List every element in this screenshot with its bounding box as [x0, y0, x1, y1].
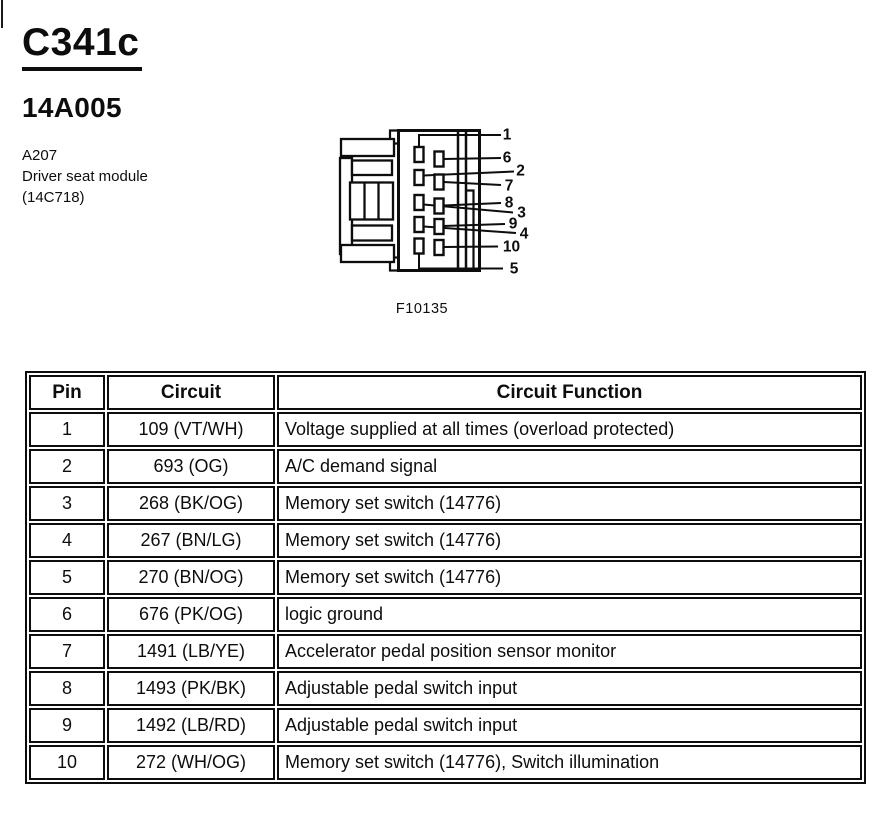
pin-value: 3 — [29, 486, 105, 521]
pin-callout-8: 8 — [504, 193, 514, 211]
col-header-circuit: Circuit — [107, 375, 275, 410]
pin-value: 4 — [29, 523, 105, 558]
module-info: A207 Driver seat module (14C718) — [22, 145, 148, 208]
connector-latch — [338, 137, 396, 264]
pin-slots-right — [433, 150, 445, 257]
pin-callout-1: 1 — [502, 125, 512, 143]
table-row: 6 676 (PK/OG) logic ground — [29, 597, 862, 632]
circuit-function: Memory set switch (14776) — [277, 560, 862, 595]
harness-code: 14A005 — [22, 92, 122, 123]
table-row: 3 268 (BK/OG) Memory set switch (14776) — [29, 486, 862, 521]
circuit-value: 270 (BN/OG) — [107, 560, 275, 595]
pin-callout-6: 6 — [502, 148, 512, 166]
module-id: A207 — [22, 147, 58, 164]
circuit-value: 1491 (LB/YE) — [107, 634, 275, 669]
pin-callout-4: 4 — [519, 224, 529, 242]
pin-value: 9 — [29, 708, 105, 743]
circuit-function: Adjustable pedal switch input — [277, 708, 862, 743]
pin-callout-3: 3 — [517, 203, 526, 221]
circuit-value: 1493 (PK/BK) — [107, 671, 275, 706]
table-row: 4 267 (BN/LG) Memory set switch (14776) — [29, 523, 862, 558]
pin-slots-left — [413, 145, 425, 255]
pin-value: 7 — [29, 634, 105, 669]
pin-callout-9: 9 — [508, 215, 518, 233]
pin-callout-10: 10 — [502, 237, 521, 255]
module-part-number: (14C718) — [22, 189, 85, 206]
circuit-function: Memory set switch (14776) — [277, 486, 862, 521]
circuit-value: 693 (OG) — [107, 449, 275, 484]
col-header-pin: Pin — [29, 375, 105, 410]
circuit-value: 268 (BK/OG) — [107, 486, 275, 521]
scan-artifact — [1, 0, 3, 28]
table-row: 1 109 (VT/WH) Voltage supplied at all ti… — [29, 412, 862, 447]
circuit-function: logic ground — [277, 597, 862, 632]
circuit-function: Memory set switch (14776) — [277, 523, 862, 558]
circuit-function: Accelerator pedal position sensor monito… — [277, 634, 862, 669]
circuit-value: 267 (BN/LG) — [107, 523, 275, 558]
circuit-value: 1492 (LB/RD) — [107, 708, 275, 743]
pin-callout-2: 2 — [516, 162, 525, 180]
table-row: 8 1493 (PK/BK) Adjustable pedal switch i… — [29, 671, 862, 706]
table-row: 10 272 (WH/OG) Memory set switch (14776)… — [29, 745, 862, 780]
circuit-function: A/C demand signal — [277, 449, 862, 484]
table-row: 7 1491 (LB/YE) Accelerator pedal positio… — [29, 634, 862, 669]
circuit-function: Voltage supplied at all times (overload … — [277, 412, 862, 447]
pin-value: 10 — [29, 745, 105, 780]
circuit-value: 272 (WH/OG) — [107, 745, 275, 780]
connector-drawing — [338, 129, 517, 272]
table-row: 2 693 (OG) A/C demand signal — [29, 449, 862, 484]
pin-callout-7: 7 — [504, 176, 514, 194]
pin-callout-5: 5 — [509, 259, 519, 277]
table-header-row: Pin Circuit Circuit Function — [29, 375, 862, 410]
connector-title: C341c — [22, 21, 143, 71]
col-header-circuit-function: Circuit Function — [277, 375, 862, 410]
table-row: 5 270 (BN/OG) Memory set switch (14776) — [29, 560, 862, 595]
module-name: Driver seat module — [22, 168, 148, 185]
pin-value: 5 — [29, 560, 105, 595]
pin-value: 1 — [29, 412, 105, 447]
pinout-table: Pin Circuit Circuit Function 1 109 (VT/W… — [25, 371, 866, 784]
circuit-value: 676 (PK/OG) — [107, 597, 275, 632]
circuit-function: Memory set switch (14776), Switch illumi… — [277, 745, 862, 780]
circuit-value: 109 (VT/WH) — [107, 412, 275, 447]
circuit-function: Adjustable pedal switch input — [277, 671, 862, 706]
pin-value: 6 — [29, 597, 105, 632]
pin-value: 2 — [29, 449, 105, 484]
table-row: 9 1492 (LB/RD) Adjustable pedal switch i… — [29, 708, 862, 743]
figure-number: F10135 — [395, 301, 449, 317]
pin-value: 8 — [29, 671, 105, 706]
